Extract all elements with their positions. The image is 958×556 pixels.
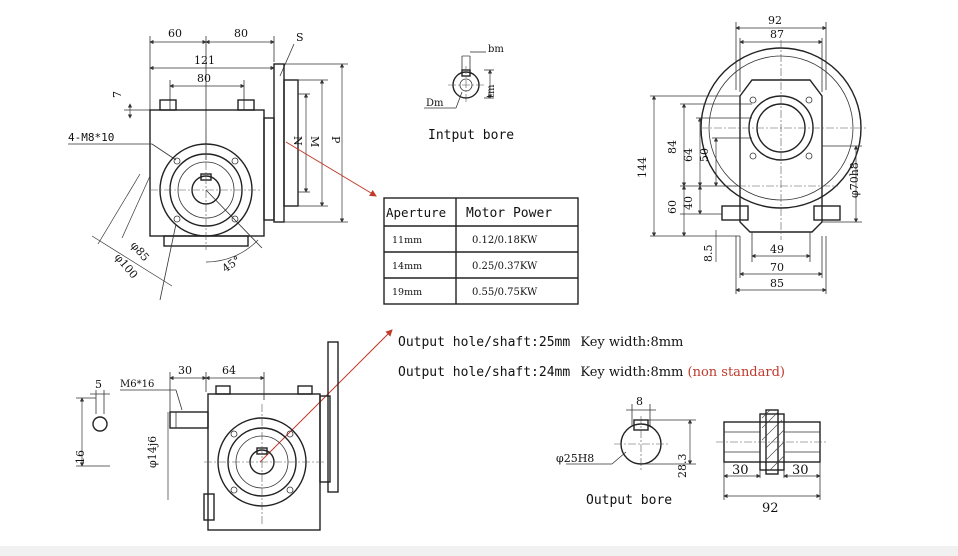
table-cell-aperture: 14mm — [392, 261, 422, 272]
input-bore: bm tm Dm Intput bore — [424, 44, 514, 143]
dim-60: 60 — [666, 200, 679, 214]
dm-label: Dm — [426, 98, 444, 109]
dim-60: 60 — [168, 27, 182, 40]
non-standard-note: (non standard) — [688, 365, 785, 380]
dim-92: 92 — [762, 501, 779, 516]
dim-49: 49 — [770, 243, 784, 256]
dim-64: 64 — [222, 364, 236, 377]
bm-label: bm — [488, 44, 504, 55]
dim-angle-45: 45° — [220, 253, 243, 275]
footer-bar — [0, 546, 958, 556]
dim-phi14j6: φ14j6 — [146, 436, 159, 468]
output-shaft: 30 30 92 — [716, 409, 828, 516]
table-cell-power: 0.55/0.75KW — [472, 287, 538, 298]
dim-8: 8 — [636, 395, 643, 408]
dim-30: 30 — [178, 364, 192, 377]
dim-phi25h8: φ25H8 — [556, 452, 594, 465]
dim-30-right: 30 — [792, 463, 809, 478]
output-bore-caption: Output bore — [586, 493, 672, 508]
table-cell-aperture: 19mm — [392, 287, 422, 298]
side-view: 92 87 144 84 64 50 60 — [636, 14, 866, 294]
dim-87: 87 — [770, 28, 784, 41]
dim-28-3: 28.3 — [676, 454, 689, 479]
output-note-1-key: Key width:8mm — [580, 335, 683, 350]
dim-70: 70 — [770, 261, 784, 274]
dim-64: 64 — [682, 148, 695, 162]
table-cell-power: 0.25/0.37KW — [472, 261, 538, 272]
dim-30-left: 30 — [732, 463, 749, 478]
dim-144: 144 — [636, 157, 649, 178]
dim-n: N — [291, 136, 304, 146]
table-header-power: Motor Power — [466, 206, 552, 221]
output-notes: Output hole/shaft:25mm Key width:8mm Out… — [259, 329, 785, 463]
dim-50: 50 — [698, 148, 711, 162]
dim-80-top: 80 — [234, 27, 248, 40]
dim-5: 5 — [95, 378, 102, 391]
table-header-aperture: Aperture — [386, 205, 446, 220]
output-note-1: Output hole/shaft:25mm Key width:8mm — [398, 335, 683, 350]
dim-p: P — [329, 136, 342, 144]
dim-s: S — [296, 31, 304, 44]
input-bore-caption: Intput bore — [428, 128, 514, 143]
m6-callout: M6*16 — [120, 379, 154, 390]
dim-80: 80 — [197, 72, 211, 85]
output-bore: 8 28.3 φ25H8 Output bore — [556, 395, 696, 508]
tm-label: tm — [486, 84, 497, 98]
output-note-1-label: Output hole/shaft:25mm — [398, 335, 570, 350]
aperture-table: Aperture Motor Power 11mm 0.12/0.18KW 14… — [383, 197, 579, 305]
dim-40: 40 — [682, 196, 695, 210]
dim-84: 84 — [666, 140, 679, 154]
output-note-2-label: Output hole/shaft:24mm — [398, 365, 570, 380]
dim-121: 121 — [194, 54, 215, 67]
table-cell-aperture: 11mm — [392, 235, 422, 246]
output-note-2: Output hole/shaft:24mm Key width:8mm (no… — [398, 365, 785, 380]
dim-phi85: φ85 — [128, 239, 152, 264]
dim-92: 92 — [768, 14, 782, 27]
dim-7: 7 — [111, 91, 124, 98]
dim-phi70h8: φ70h8 — [848, 162, 861, 198]
dim-16: 16 — [74, 450, 87, 464]
front-view-bottom: 5 16 M6*16 30 64 φ14j6 — [74, 341, 339, 531]
output-note-2-key: Key width:8mm — [580, 365, 683, 380]
bolt-callout: 4-M8*10 — [68, 131, 114, 144]
dim-m: M — [308, 136, 321, 147]
table-cell-power: 0.12/0.18KW — [472, 235, 538, 246]
dim-85: 85 — [770, 277, 784, 290]
dim-8-5: 8.5 — [702, 245, 715, 263]
front-view-top: 60 80 121 80 S 7 N M P — [68, 27, 377, 301]
